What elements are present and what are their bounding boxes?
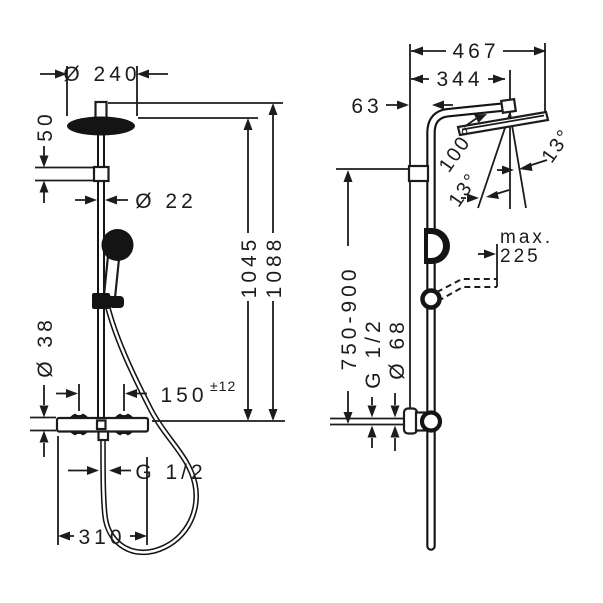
- dim-label-pipe-diameter: Ø 22: [135, 190, 197, 213]
- dim-label-connection-tolerance: ±12: [210, 378, 236, 394]
- holder-pivot: [420, 288, 442, 310]
- dim-reach-pivot: 344: [411, 68, 505, 91]
- dim-valve-diameter: Ø 38: [30, 316, 57, 457]
- dim-label-head-offset: 50: [34, 110, 57, 141]
- supply-connection: [330, 407, 443, 435]
- dim-label-supply-thread: G 1/2: [362, 317, 385, 388]
- dim-heights: 1045 1088: [108, 102, 286, 422]
- dim-label-valve-width: 310: [78, 526, 125, 549]
- front-view: Ø 240 50 Ø 22 1045: [30, 63, 286, 556]
- head-angle-lines: [477, 112, 527, 209]
- angle-label-swivel: 100°: [435, 123, 481, 176]
- dim-label-holder-value: 225: [500, 246, 541, 267]
- dim-reach-overall: 467: [411, 40, 546, 63]
- side-hand-shower-holder: [420, 228, 450, 310]
- dim-label-connection-spacing: 150: [160, 384, 207, 407]
- dim-label-reach-pivot: 344: [436, 68, 483, 91]
- slider-holder: [92, 293, 110, 309]
- dim-wall-to-pipe: 63: [351, 95, 453, 118]
- dim-pipe-diameter: Ø 22: [75, 190, 197, 213]
- dim-connection-spacing: 150 ±12: [56, 378, 236, 411]
- dim-label-holder-max: max.: [500, 227, 553, 248]
- dim-hose-thread: G 1/2: [68, 461, 206, 484]
- ball-joint: [499, 97, 518, 115]
- head-stem: [94, 100, 108, 120]
- dim-head-diameter: Ø 240: [40, 63, 168, 116]
- dim-label-wall-to-pipe: 63: [351, 95, 382, 118]
- dim-label-hose-thread: G 1/2: [135, 461, 206, 484]
- handle-clamp: [109, 296, 124, 308]
- thermostat-valve: [55, 411, 150, 442]
- dim-label-head-diameter: Ø 240: [63, 63, 140, 86]
- overhead-shower: [67, 116, 135, 136]
- side-shower-head: [456, 97, 550, 137]
- dim-label-escutcheon-diameter: Ø 68: [386, 318, 409, 380]
- shower-hose: [100, 299, 199, 556]
- supply-elbow: [419, 410, 443, 433]
- dim-head-offset: 50: [34, 110, 93, 203]
- dim-height-range: 750-900: [336, 168, 409, 424]
- holder-arm-dashed: [436, 278, 497, 302]
- dim-label-reach-overall: 467: [452, 40, 499, 63]
- dim-label-height-overall: 1088: [263, 236, 286, 299]
- dim-supply-thread: G 1/2: [362, 317, 385, 448]
- dim-label-height-range: 750-900: [338, 265, 361, 370]
- dim-holder-reach: max. 225: [478, 227, 553, 287]
- hand-shower: [92, 229, 134, 309]
- side-view: 467 344 63 100° 13°: [330, 40, 576, 551]
- dim-label-height-to-head: 1045: [238, 236, 261, 299]
- wall-bracket: [407, 164, 430, 183]
- side-pipe-and-arm: [426, 101, 514, 551]
- dim-escutcheon-diameter: Ø 68: [386, 318, 409, 451]
- hose-outlet: [97, 430, 110, 442]
- dim-valve-width: 310: [57, 436, 148, 549]
- dim-label-valve-diameter: Ø 38: [34, 316, 57, 378]
- valve-center: [95, 419, 107, 431]
- adjust-sleeve: [92, 165, 110, 183]
